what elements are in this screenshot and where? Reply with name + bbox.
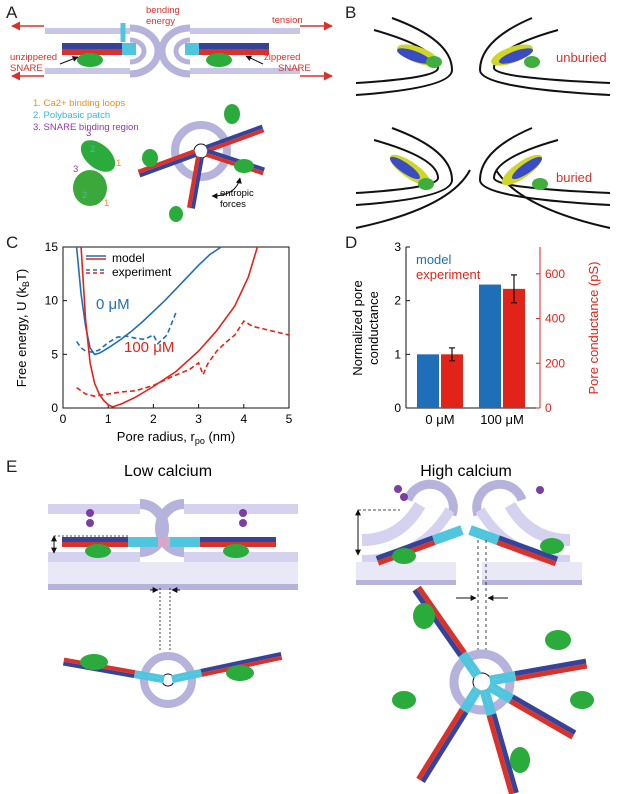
y-left-tick-label: 1 (394, 347, 401, 361)
snare-bar-right-blue (199, 43, 269, 49)
number-1: 1 (116, 158, 121, 169)
bar (417, 354, 439, 408)
left-membrane (45, 24, 162, 78)
high-calcium-top-view (392, 585, 594, 794)
low-calcium-top-view (62, 651, 283, 708)
series-line (76, 320, 290, 398)
y-right-tick-label: 400 (545, 312, 565, 326)
x-tick-label: 4 (240, 412, 247, 426)
panel-d-chart: 0 1 2 3 0 200 400 600 0 μM 100 μM Normalized por… (350, 240, 601, 427)
unburied-label: unburied (556, 50, 607, 65)
panel-e-diagram: Low calcium High calcium (48, 463, 594, 794)
y-tick-label: 10 (45, 294, 59, 308)
panel-label-a: A (6, 3, 18, 22)
panel-label-b: B (345, 3, 356, 22)
y-tick-label: 5 (51, 347, 58, 361)
legend-model: model (416, 252, 452, 267)
x-tick-label: 2 (150, 412, 157, 426)
snare-bar-left-red (62, 49, 122, 55)
legend-experiment: experiment (112, 265, 172, 279)
number-2: 2 (90, 144, 95, 155)
protein-structure (73, 170, 107, 206)
svg-text:3: 3 (73, 164, 78, 175)
series-line (80, 246, 259, 408)
unzippered-label: SNARE (10, 63, 43, 74)
bar (479, 284, 501, 408)
bending-energy-label: energy (146, 16, 175, 27)
y-right-tick-label: 0 (545, 401, 552, 415)
zippered-label: zippered (264, 52, 300, 63)
low-calcium-side-view (48, 499, 298, 650)
legend-polybasic: 2. Polybasic patch (33, 110, 110, 121)
y-left-tick-label: 2 (394, 294, 401, 308)
x-tick-label: 5 (286, 412, 293, 426)
y-left-tick-label: 0 (394, 401, 401, 415)
svg-text:1: 1 (104, 198, 109, 209)
high-calcium-side-view (355, 479, 582, 650)
bending-energy-label: bending (146, 5, 180, 16)
legend-model: model (112, 251, 145, 265)
legend-snare-binding: 3. SNARE binding region (33, 122, 139, 133)
y-axis-label: Free energy, U (kBT) (14, 269, 31, 387)
unzippered-label: unzippered (10, 52, 57, 63)
entropic-label: forces (220, 199, 246, 210)
plot-frame (62, 246, 290, 409)
panel-label-d: D (345, 233, 357, 252)
high-calcium-title: High calcium (420, 463, 512, 480)
synaptotagmin-left (77, 53, 103, 67)
snare-tmd-left (122, 43, 136, 55)
number-3: 3 (86, 128, 91, 139)
snare-bar-left-blue (62, 43, 122, 49)
legend-experiment: experiment (416, 267, 481, 282)
entropic-label: entropic (220, 188, 254, 199)
y-left-tick-label: 3 (394, 240, 401, 254)
bar (441, 354, 463, 408)
low-calcium-title: Low calcium (124, 463, 212, 480)
svg-text:2: 2 (82, 190, 87, 201)
right-membrane (158, 24, 300, 78)
buried-label: buried (556, 170, 592, 185)
bar (503, 288, 525, 408)
synaptotagmin-right (206, 53, 232, 67)
c2-domain (80, 140, 116, 172)
panel-a-diagram: bending energy tension unzippered SNARE … (10, 5, 333, 222)
x-axis-label: Pore radius, rpo (nm) (117, 429, 235, 446)
y-tick-label: 15 (45, 240, 59, 254)
legend-ca-loops: 1. Ca2+ binding loops (33, 98, 125, 109)
entropic-arrow (211, 177, 242, 199)
y-axis-left-label: Normalized poreconductance (350, 280, 381, 375)
x-tick-label: 0 (60, 412, 67, 426)
y-right-tick-label: 200 (545, 356, 565, 370)
panel-label-e: E (6, 457, 17, 476)
y-right-tick-label: 600 (545, 267, 565, 281)
category-label: 0 μM (425, 412, 454, 427)
y-tick-label: 0 (51, 401, 58, 415)
zippered-label: SNARE (278, 63, 311, 74)
panel-b-diagram: unburied buried (355, 17, 611, 229)
y-axis-right-label: Pore conductance (pS) (586, 262, 601, 395)
pointer-arrow (245, 55, 264, 65)
tension-label: tension (272, 15, 303, 26)
x-tick-label: 3 (195, 412, 202, 426)
category-label: 100 μM (480, 412, 524, 427)
panel-label-c: C (6, 233, 18, 252)
label-0uM: 0 μM (96, 296, 130, 313)
pointer-arrow (59, 56, 79, 65)
snare-bar-right-red (199, 49, 269, 55)
pore-top-view (171, 121, 231, 181)
snare-tmd-right (185, 43, 199, 55)
x-tick-label: 1 (105, 412, 112, 426)
label-100uM: 100 μM (124, 339, 174, 356)
panel-c-chart: 0 1 2 3 4 5 0 5 10 15 Free energy, U (kBT) Pore r… (14, 240, 293, 446)
series-line (75, 246, 222, 356)
